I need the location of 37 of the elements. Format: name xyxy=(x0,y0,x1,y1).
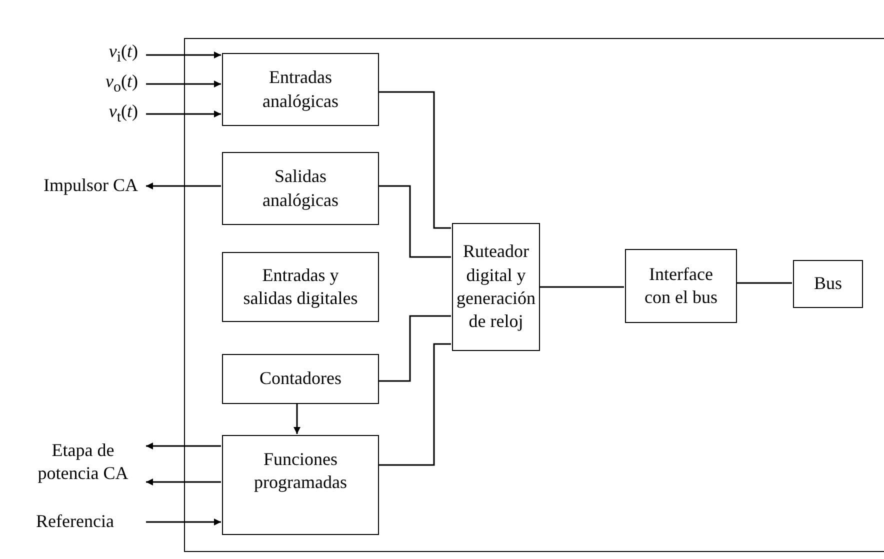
device-enclosure xyxy=(184,38,884,552)
connector-line xyxy=(378,185,451,258)
process-block xyxy=(222,435,379,535)
arrow xyxy=(146,478,221,486)
connector-line xyxy=(378,343,451,466)
process-block xyxy=(222,252,379,322)
arrow xyxy=(146,518,221,526)
connector-line xyxy=(736,282,792,284)
process-block xyxy=(222,354,379,404)
block-label: Salidas analógicas xyxy=(262,165,340,212)
block-label: Funciones programadas xyxy=(253,448,348,494)
block-label: v$_{t}$(t) xyxy=(108,100,138,128)
block-label: v$_{o}$(t) xyxy=(105,70,138,98)
process-block xyxy=(222,53,379,126)
block-label: Etapa de potencia CA xyxy=(36,438,130,485)
connector-line xyxy=(378,91,451,229)
block-label: Referencia xyxy=(36,510,114,534)
block-label: Entradas y salidas digitales xyxy=(242,264,359,310)
process-block xyxy=(452,223,540,351)
process-block xyxy=(222,152,379,225)
arrow xyxy=(146,442,221,450)
arrow xyxy=(146,110,221,118)
process-block xyxy=(793,260,863,308)
block-label: Impulsor CA xyxy=(44,174,138,198)
connector-line xyxy=(539,286,624,288)
block-label: v$_{i}$(t) xyxy=(108,40,138,68)
block-label: Contadores xyxy=(260,367,342,390)
arrow xyxy=(146,52,221,58)
block-label: Interface con el bus xyxy=(644,262,718,309)
arrow xyxy=(294,403,300,434)
process-block xyxy=(625,249,737,323)
connector-line xyxy=(378,315,451,382)
arrow xyxy=(146,80,221,88)
block-label: Bus xyxy=(814,272,842,296)
arrow xyxy=(146,182,221,190)
block-label: Ruteador digital y generación de reloj xyxy=(456,240,536,334)
block-label: Entradas analógicas xyxy=(262,66,340,113)
